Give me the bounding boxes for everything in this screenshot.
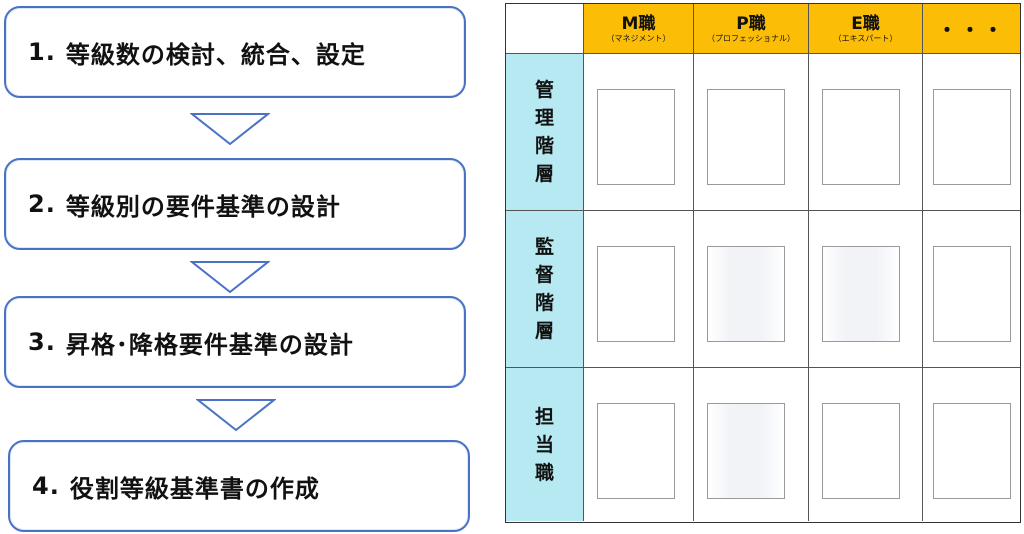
step-1-number: 1. [28, 38, 56, 66]
row-header-label: 担当職 [534, 405, 554, 484]
matrix-cell [809, 368, 923, 521]
row-header-label: 管理階層 [534, 79, 554, 185]
placeholder-box [933, 89, 1011, 185]
matrix-cell [923, 211, 1020, 368]
step-3-number: 3. [28, 328, 56, 356]
down-arrow-icon [190, 113, 270, 146]
role-grade-matrix: M職 （マネジメント） P職 （プロフェッショナル） E職 （エキスパート） ・… [505, 3, 1021, 523]
placeholder-box [707, 246, 785, 342]
matrix-cell [694, 368, 809, 521]
matrix-cell [923, 368, 1020, 521]
placeholder-box [822, 246, 900, 342]
matrix-cell [694, 211, 809, 368]
matrix-cell [584, 211, 694, 368]
column-header-label: M職 [621, 13, 656, 34]
column-header-p: P職 （プロフェッショナル） [694, 4, 809, 54]
step-3-box: 3. 昇格･降格要件基準の設計 [4, 296, 466, 388]
matrix-cell [584, 368, 694, 521]
row-header-supervisory: 監督階層 [506, 211, 584, 368]
column-header-label: E職 [851, 13, 880, 34]
placeholder-box [933, 403, 1011, 499]
matrix-cell [923, 54, 1020, 211]
matrix-cell [694, 54, 809, 211]
placeholder-box [597, 403, 675, 499]
step-1-box: 1. 等級数の検討、統合、設定 [4, 6, 466, 98]
column-header-sub: （プロフェッショナル） [707, 33, 795, 43]
placeholder-box [597, 89, 675, 185]
row-header-management: 管理階層 [506, 54, 584, 211]
down-arrow-icon [190, 261, 270, 294]
column-header-label: ・・・ [937, 18, 1006, 42]
matrix-cell [809, 54, 923, 211]
placeholder-box [822, 403, 900, 499]
row-header-label: 監督階層 [534, 236, 554, 342]
step-2-label: 等級別の要件基準の設計 [65, 192, 341, 221]
matrix-cell [584, 54, 694, 211]
column-header-sub: （エキスパート） [833, 33, 898, 43]
placeholder-box [933, 246, 1011, 342]
step-3-label: 昇格･降格要件基準の設計 [65, 330, 354, 359]
step-4-number: 4. [32, 472, 60, 500]
step-4-box: 4. 役割等級基準書の作成 [8, 440, 470, 532]
step-2-box: 2. 等級別の要件基準の設計 [4, 158, 466, 250]
column-header-sub: （マネジメント） [606, 33, 671, 43]
placeholder-box [707, 89, 785, 185]
matrix-cell [809, 211, 923, 368]
row-header-staff: 担当職 [506, 368, 584, 521]
step-2-number: 2. [28, 190, 56, 218]
step-1-label: 等級数の検討、統合、設定 [65, 40, 366, 69]
placeholder-box [822, 89, 900, 185]
column-header-e: E職 （エキスパート） [809, 4, 923, 54]
placeholder-box [597, 246, 675, 342]
step-4-label: 役割等級基準書の作成 [69, 474, 320, 503]
down-arrow-icon [196, 399, 276, 432]
column-header-more: ・・・ [923, 4, 1020, 54]
column-header-label: P職 [736, 13, 766, 34]
placeholder-box [707, 403, 785, 499]
matrix-corner-cell [506, 4, 584, 54]
column-header-m: M職 （マネジメント） [584, 4, 694, 54]
